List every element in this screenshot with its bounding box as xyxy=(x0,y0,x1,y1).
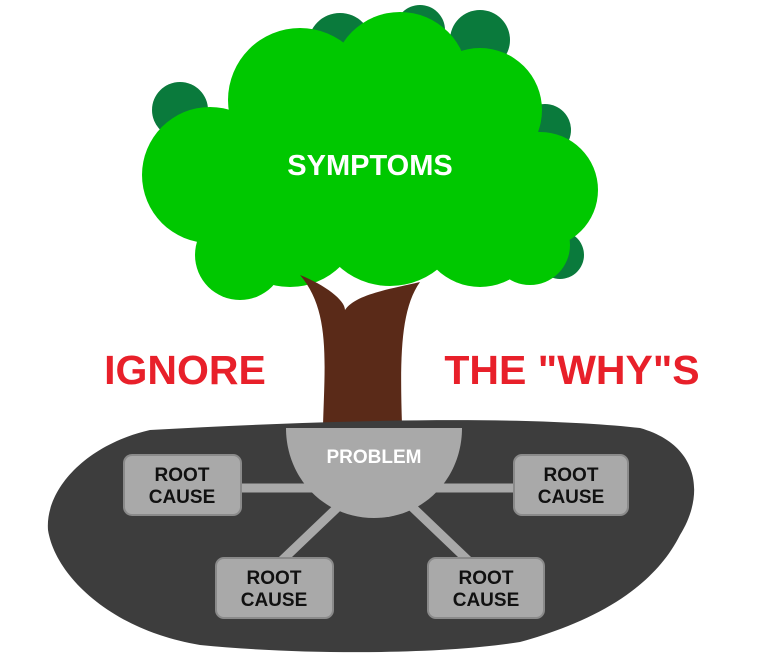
root-cause-line1: ROOT xyxy=(544,465,599,486)
tree-trunk xyxy=(300,275,420,425)
root-cause-line2: CAUSE xyxy=(538,487,605,508)
root-cause-line1: ROOT xyxy=(247,568,302,589)
root-cause-line2: CAUSE xyxy=(149,487,216,508)
root-cause-line1: ROOT xyxy=(459,568,514,589)
root-cause-line1: ROOT xyxy=(155,465,210,486)
root-cause-box xyxy=(215,557,334,619)
root-cause-boxes xyxy=(123,454,629,619)
root-cause-box xyxy=(513,454,629,516)
ignore-label: IGNORE xyxy=(104,347,266,393)
whys-label: THE "WHY"S xyxy=(444,347,699,393)
root-cause-box xyxy=(123,454,242,516)
problem-label: PROBLEM xyxy=(327,447,422,468)
root-cause-line2: CAUSE xyxy=(241,590,308,611)
canopy-label: SYMPTOMS xyxy=(287,150,452,182)
canopy xyxy=(142,12,598,300)
problem-hub xyxy=(286,428,462,518)
root-cause-line2: CAUSE xyxy=(453,590,520,611)
root-cause-box xyxy=(427,557,545,619)
